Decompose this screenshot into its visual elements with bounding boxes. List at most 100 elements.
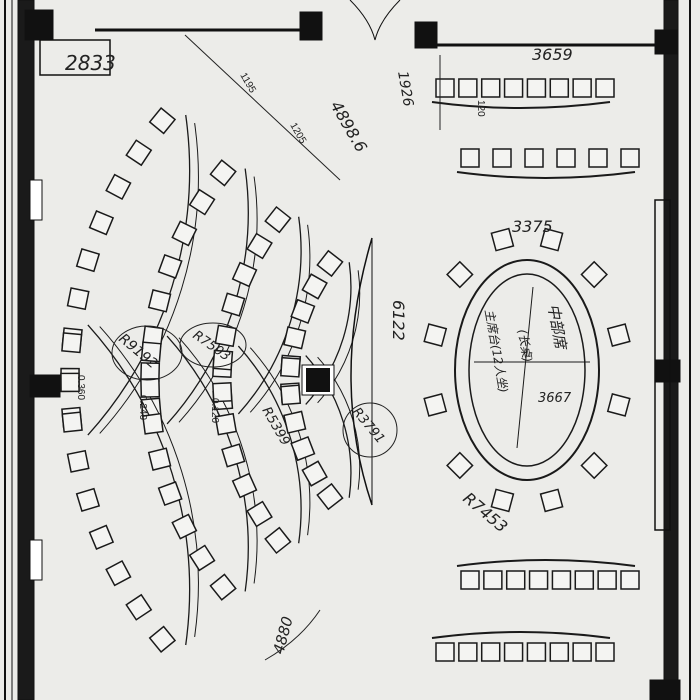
upper-block-seat bbox=[214, 324, 238, 348]
lower-block-seat bbox=[209, 573, 237, 601]
right-lower-row-2-seat bbox=[435, 642, 455, 662]
left-wall bbox=[17, 0, 35, 700]
right-lower-row-1-seat bbox=[483, 570, 503, 590]
right-wall bbox=[663, 0, 679, 700]
right-lower-row-1-seat bbox=[620, 570, 640, 590]
lower-block-seat bbox=[60, 372, 80, 393]
dim-3375: 3375 bbox=[512, 217, 553, 236]
right-upper-row-2-seat bbox=[556, 148, 576, 168]
lower-block-row-desk-1 bbox=[87, 324, 191, 646]
stage-arc bbox=[301, 237, 373, 506]
right-lower-row-1-seat bbox=[551, 570, 572, 590]
upper-block-seat bbox=[316, 249, 344, 278]
upper-block-seat bbox=[105, 173, 132, 201]
lower-block-seat bbox=[147, 447, 172, 471]
right-upper-row-2-seat bbox=[620, 148, 640, 168]
level-0120: 0.120 bbox=[209, 398, 220, 423]
lower-block-seat bbox=[125, 593, 153, 621]
right-lower-row-1-seat bbox=[460, 570, 480, 590]
lower-block-seat bbox=[283, 410, 307, 434]
lower-block-seat bbox=[316, 482, 344, 511]
dim-3659: 3659 bbox=[532, 45, 573, 64]
right-upper-row-2-seat bbox=[524, 148, 544, 168]
lower-block-row-edge-2 bbox=[178, 337, 258, 584]
right-lower-row-2-seat bbox=[572, 642, 592, 662]
right-lower-row-2-desk bbox=[431, 631, 611, 639]
dim-1926: 1926 bbox=[394, 70, 416, 108]
upper-block-row-edge-3 bbox=[249, 224, 311, 413]
r3791-circle bbox=[342, 402, 398, 458]
upper-block-row-desk-1 bbox=[87, 114, 191, 436]
upper-block-seat bbox=[246, 232, 273, 260]
upper-block-seat bbox=[125, 139, 153, 167]
lower-block-seat bbox=[212, 382, 233, 403]
dim-4880: 4880 bbox=[269, 614, 296, 656]
table-seat bbox=[490, 227, 515, 252]
right-upper-row-1-seat bbox=[503, 78, 524, 98]
dim-6122: 6122 bbox=[389, 300, 408, 341]
table-seat bbox=[539, 227, 564, 252]
upper-block-seat bbox=[231, 261, 258, 288]
lower-block-seat bbox=[301, 460, 328, 487]
right-upper-row-1-seat bbox=[435, 78, 455, 98]
lower-block-seat bbox=[61, 332, 83, 354]
table-seat bbox=[580, 451, 608, 480]
upper-block-seat bbox=[264, 205, 292, 234]
lower-block-seat bbox=[231, 472, 258, 499]
right-upper-row-2-seat bbox=[460, 148, 480, 168]
table-seat bbox=[580, 260, 608, 289]
lower-block-seat bbox=[280, 356, 301, 378]
table-subtitle: (长桌) bbox=[515, 328, 535, 363]
table-label: 主席台(12人坐) bbox=[482, 308, 510, 394]
right-lower-row-2-seat bbox=[526, 642, 547, 662]
right-upper-row-1-seat bbox=[526, 78, 547, 98]
right-upper-row-2-desk bbox=[456, 171, 636, 179]
table-seat bbox=[606, 392, 631, 417]
upper-block-seat bbox=[147, 289, 172, 313]
right-upper-row-1-seat bbox=[595, 78, 615, 98]
right-lower-row-1-seat bbox=[505, 570, 526, 590]
lower-block-seat bbox=[264, 526, 292, 555]
column bbox=[306, 368, 330, 392]
table-seat bbox=[606, 323, 631, 348]
lower-block-seat bbox=[188, 544, 216, 572]
table-outer-ellipse bbox=[454, 259, 600, 481]
lower-block-seat bbox=[171, 513, 198, 540]
upper-block-seat bbox=[209, 159, 237, 187]
right-upper-row-1-seat bbox=[458, 78, 478, 98]
lower-block-seat bbox=[66, 449, 90, 473]
lower-block-seat bbox=[141, 412, 164, 435]
lower-block-row-edge-1 bbox=[99, 326, 199, 638]
right-lower-row-1-seat bbox=[528, 570, 549, 590]
right-lower-row-2-seat bbox=[480, 642, 501, 662]
lower-block-seat bbox=[140, 341, 162, 363]
lower-block-seat bbox=[280, 384, 302, 406]
right-lower-row-1-seat bbox=[574, 570, 595, 590]
table-dim-3667: 3667 bbox=[538, 391, 572, 406]
lower-block-row-desk-3 bbox=[237, 345, 302, 544]
lower-block-seat bbox=[214, 412, 238, 436]
lower-block-seat bbox=[290, 435, 316, 462]
right-upper-row-1-seat bbox=[572, 78, 592, 98]
right-upper-row-2-seat bbox=[588, 148, 608, 168]
table-seat bbox=[539, 488, 564, 513]
upper-block-seat bbox=[88, 209, 115, 236]
level-0240: 0.240 bbox=[137, 395, 148, 420]
r7503-circle bbox=[179, 322, 247, 368]
right-upper-row-1-seat bbox=[480, 78, 501, 98]
dim-120: 120 bbox=[475, 100, 486, 117]
table-seat bbox=[446, 260, 474, 289]
table-seat bbox=[423, 392, 448, 417]
upper-block-seat bbox=[301, 273, 328, 300]
lower-block-seat bbox=[88, 524, 115, 551]
level-0360: 0.360 bbox=[75, 375, 86, 400]
lower-block-seat bbox=[105, 559, 132, 587]
right-lower-row-1-seat bbox=[597, 570, 617, 590]
lower-block-seat bbox=[75, 487, 101, 513]
lower-block-seat bbox=[221, 443, 246, 468]
upper-block-seat bbox=[157, 253, 183, 279]
upper-block-seat bbox=[290, 298, 316, 325]
right-lower-row-2-seat bbox=[549, 642, 570, 662]
upper-block-row-edge-1 bbox=[99, 122, 199, 434]
